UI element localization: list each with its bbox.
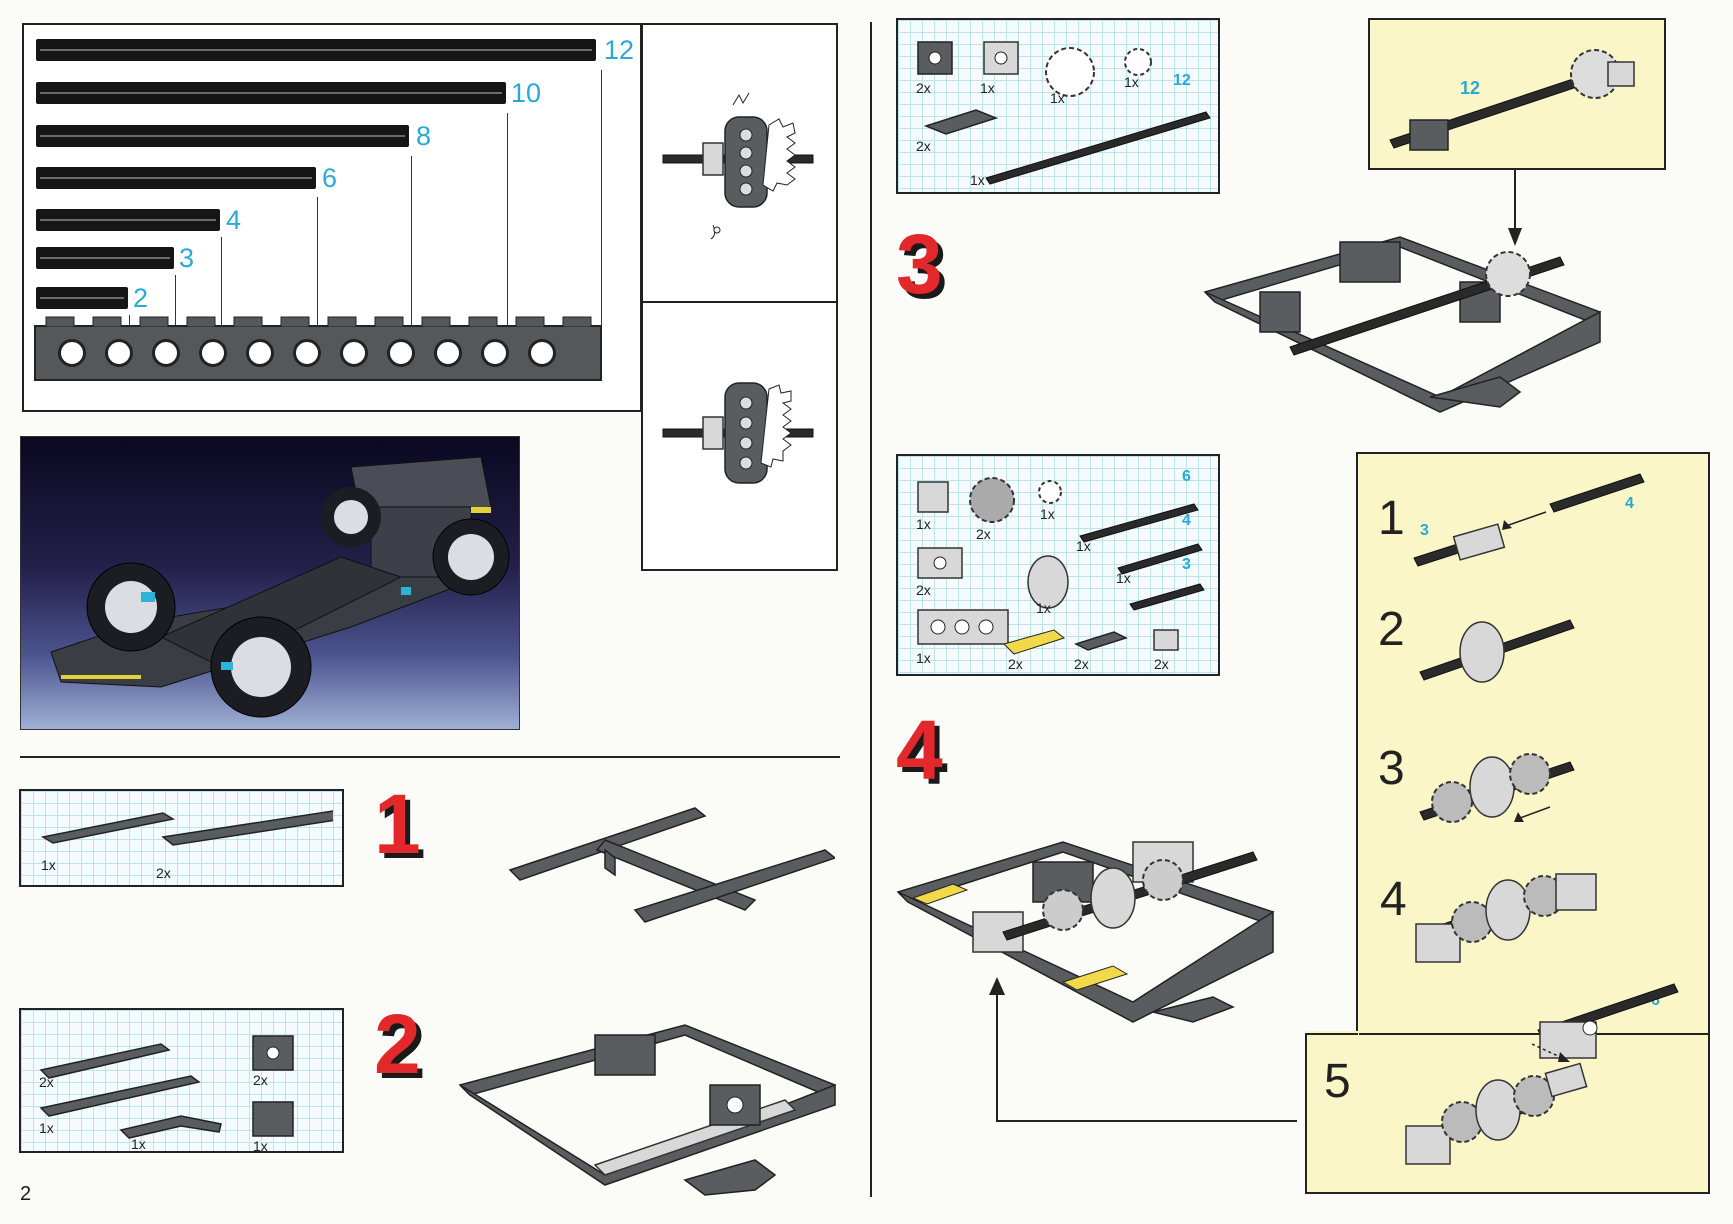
axle-6-label: 6 bbox=[322, 163, 338, 193]
axle-12 bbox=[36, 39, 596, 61]
axle-length-chart: 12 10 8 6 4 3 2 bbox=[22, 23, 642, 412]
center-divider bbox=[870, 22, 872, 1197]
step-number: 2 bbox=[374, 997, 421, 1091]
step4-parts-box: 1x 2x 1x 1x 2x 1x 1x 1x 2x 2x 2x 6 4 3 bbox=[896, 454, 1220, 676]
beam-studs bbox=[45, 316, 592, 327]
axle-8-label: 8 bbox=[416, 121, 432, 151]
part-qty: 2x bbox=[976, 526, 991, 542]
plate-1x8 bbox=[40, 810, 333, 846]
step3-assembly bbox=[1203, 236, 1602, 413]
part-qty: 2x bbox=[916, 138, 931, 154]
axle-length-label: 3 bbox=[1182, 556, 1191, 573]
part-qty: 1x bbox=[1040, 506, 1055, 522]
step-number: 1 bbox=[374, 777, 421, 871]
step1-parts-box: 1x 2x bbox=[19, 789, 344, 887]
substep-number: 1 bbox=[1378, 492, 1405, 545]
substep-number: 4 bbox=[1380, 873, 1407, 926]
part-qty: 1x bbox=[916, 516, 931, 532]
measure-line bbox=[507, 113, 508, 326]
race-car-image bbox=[50, 456, 510, 718]
part-qty: 1x bbox=[41, 857, 56, 873]
part-qty: 1x bbox=[1050, 90, 1065, 106]
measure-line bbox=[411, 156, 412, 326]
tip-box-right bbox=[641, 301, 838, 571]
substep-number: 5 bbox=[1324, 1055, 1351, 1108]
part-qty: 1x bbox=[916, 650, 931, 666]
part-qty: 2x bbox=[1008, 656, 1023, 672]
step1-assembly bbox=[508, 807, 835, 923]
step4-parts bbox=[917, 477, 1205, 655]
axle-2 bbox=[36, 287, 128, 309]
axle-3-label: 3 bbox=[179, 243, 195, 273]
axle-3 bbox=[36, 247, 174, 269]
part-qty: 1x bbox=[970, 172, 985, 188]
part-qty: 1x bbox=[980, 80, 995, 96]
tip-box-wrong bbox=[641, 23, 838, 303]
measure-line bbox=[317, 197, 318, 326]
axle-length-label: 6 bbox=[1182, 468, 1191, 485]
part-qty: 2x bbox=[156, 865, 171, 881]
part-qty: 2x bbox=[39, 1074, 54, 1090]
part-qty: 2x bbox=[1074, 656, 1089, 672]
model-photo bbox=[20, 436, 520, 730]
gear-correct-illustration bbox=[662, 382, 814, 484]
step2-parts bbox=[39, 1035, 294, 1139]
axle-length-label: 3 bbox=[1420, 522, 1429, 539]
axle-length-label: 4 bbox=[1625, 495, 1634, 512]
measure-line bbox=[175, 275, 176, 326]
axle-length-label: 6 bbox=[1651, 992, 1660, 1009]
connector-arrow bbox=[989, 977, 1297, 1122]
axle-with-gear-detail bbox=[1389, 49, 1635, 151]
part-qty: 1x bbox=[253, 1138, 268, 1154]
technic-beam-ruler bbox=[34, 325, 602, 381]
axle-length-label: 4 bbox=[1182, 512, 1191, 529]
part-qty: 2x bbox=[1154, 656, 1169, 672]
axle-12-label: 12 bbox=[604, 35, 635, 65]
axle-4-label: 4 bbox=[226, 205, 242, 235]
axle-10 bbox=[36, 82, 506, 104]
part-qty: 2x bbox=[253, 1072, 268, 1088]
axle-length-label: 12 bbox=[1173, 72, 1191, 89]
left-divider bbox=[20, 756, 840, 758]
gear-slipping-illustration bbox=[662, 92, 814, 240]
measure-line bbox=[129, 315, 130, 326]
arrow-down bbox=[1508, 168, 1522, 246]
subassembly-steps bbox=[1405, 473, 1679, 1165]
part-qty: 1x bbox=[1124, 74, 1139, 90]
measure-line bbox=[601, 70, 602, 326]
axle-4 bbox=[36, 209, 220, 231]
part-qty: 1x bbox=[1076, 538, 1091, 554]
step3-detail-box: 12 bbox=[1368, 18, 1666, 170]
page-number: 2 bbox=[20, 1183, 32, 1205]
step2-assembly bbox=[458, 1024, 837, 1196]
axle-6 bbox=[36, 167, 316, 189]
step3-parts-box: 2x 1x 1x 1x 2x 1x 12 bbox=[896, 18, 1220, 194]
step-number: 3 bbox=[896, 217, 943, 311]
part-qty: 2x bbox=[916, 582, 931, 598]
part-qty: 2x bbox=[916, 80, 931, 96]
part-qty: 1x bbox=[131, 1136, 146, 1152]
measure-line bbox=[221, 237, 222, 326]
step4-assembly bbox=[896, 841, 1275, 1023]
substep-number: 2 bbox=[1378, 603, 1405, 656]
axle-2-label: 2 bbox=[133, 283, 149, 313]
step2-parts-box: 2x 1x 1x 2x 1x bbox=[19, 1008, 344, 1154]
part-qty: 1x bbox=[39, 1120, 54, 1136]
step3-parts bbox=[917, 41, 1211, 185]
part-qty: 1x bbox=[1116, 570, 1131, 586]
axle-8 bbox=[36, 125, 409, 147]
axle-length-label: 12 bbox=[1460, 78, 1481, 98]
substep-number: 3 bbox=[1378, 742, 1405, 795]
part-qty: 1x bbox=[1036, 600, 1051, 616]
step-number: 4 bbox=[896, 703, 943, 797]
axle-10-label: 10 bbox=[511, 78, 542, 108]
